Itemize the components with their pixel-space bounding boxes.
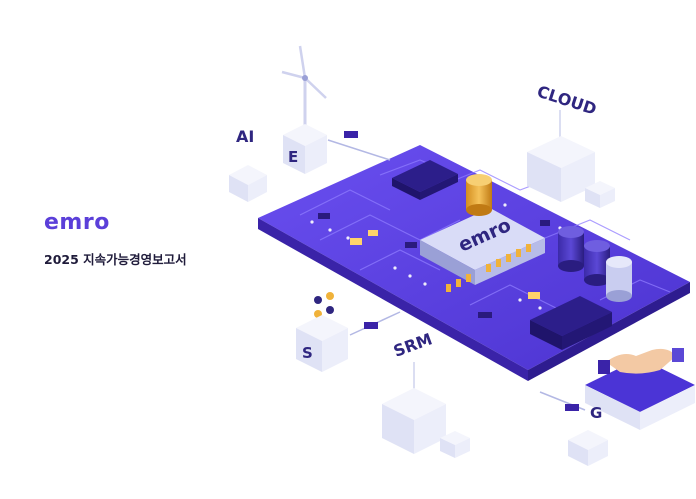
cloud-cubes — [527, 110, 615, 208]
database-cylinders — [558, 226, 632, 302]
ai-label: AI — [236, 127, 254, 146]
social-cube: S — [296, 315, 348, 372]
report-title: 2025 지속가능경영보고서 — [44, 252, 187, 267]
handshake-icon — [598, 348, 684, 374]
battery-cylinder — [466, 174, 492, 216]
governance-letter: G — [590, 404, 602, 422]
processor-block — [392, 160, 458, 200]
people-icon — [314, 292, 334, 318]
energy-cube: E — [283, 124, 327, 174]
srm-cubes — [382, 362, 470, 458]
connector-top — [327, 131, 391, 161]
wind-turbine-icon — [281, 45, 327, 128]
connector-left — [349, 311, 401, 336]
cloud-label: CLOUD — [535, 82, 599, 119]
srm-label: SRM — [391, 329, 435, 360]
emro-chip: emro — [420, 208, 545, 292]
memory-block — [530, 296, 612, 350]
brand-logo: emro — [44, 210, 110, 235]
social-letter: S — [302, 344, 313, 362]
energy-letter: E — [288, 148, 298, 166]
governance-cube: G — [585, 358, 695, 430]
ai-cube — [229, 165, 267, 202]
connector-bottom — [539, 391, 608, 466]
